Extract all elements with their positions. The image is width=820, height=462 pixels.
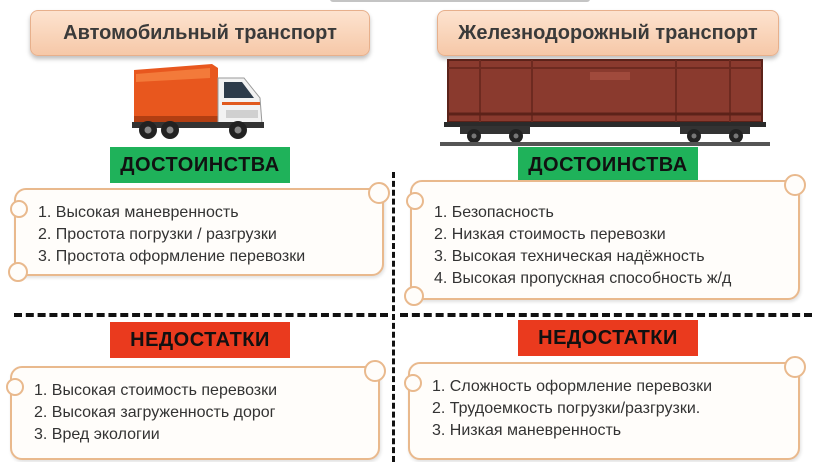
right-disadvantages-badge: НЕДОСТАТКИ	[518, 320, 698, 356]
scroll-curl	[406, 192, 424, 210]
divider-horizontal-left	[14, 313, 388, 317]
right-disadvantages-list: 1. Сложность оформление перевозки 2. Тру…	[432, 376, 712, 442]
scroll-curl	[10, 200, 28, 218]
list-item: 3. Простота оформление перевозки	[38, 248, 306, 265]
right-disadvantages-label: НЕДОСТАТКИ	[538, 326, 678, 349]
list-item: 3. Высокая техническая надёжность	[434, 248, 705, 265]
left-advantages-list: 1. Высокая маневренность 2. Простота пог…	[38, 202, 305, 268]
list-item: 2. Высокая загруженность дорог	[34, 404, 276, 421]
left-advantages-box: 1. Высокая маневренность 2. Простота пог…	[8, 182, 390, 282]
list-item: 2. Простота погрузки / разгрузки	[38, 226, 277, 243]
left-advantages-badge: ДОСТОИНСТВА	[110, 147, 290, 183]
right-advantages-box: 1. Безопасность 2. Низкая стоимость пере…	[404, 174, 806, 306]
scroll-curl	[784, 174, 806, 196]
divider-vertical	[392, 172, 395, 462]
scroll-curl	[404, 286, 424, 306]
right-disadvantages-box: 1. Сложность оформление перевозки 2. Тру…	[404, 356, 806, 460]
left-disadvantages-box: 1. Высокая стоимость перевозки 2. Высока…	[6, 360, 386, 460]
truck-icon	[132, 64, 264, 139]
scroll-curl	[784, 356, 806, 378]
list-item: 3. Низкая маневренность	[432, 422, 622, 439]
list-item: 4. Высокая пропускная способность ж/д	[434, 270, 732, 287]
left-title: Автомобильный транспорт	[63, 21, 337, 44]
scroll-curl	[364, 360, 386, 382]
scroll-curl	[8, 262, 28, 282]
list-item: 3. Вред экологии	[34, 426, 160, 443]
list-item: 2. Низкая стоимость перевозки	[434, 226, 666, 243]
left-advantages-label: ДОСТОИНСТВА	[120, 153, 280, 176]
right-title-pill: Железнодорожный транспорт	[437, 10, 779, 56]
list-item: 1. Безопасность	[434, 204, 554, 221]
list-item: 1. Сложность оформление перевозки	[432, 378, 713, 395]
scroll-curl	[404, 374, 422, 392]
top-title-strip	[330, 0, 590, 2]
right-advantages-label: ДОСТОИНСТВА	[528, 153, 688, 176]
scroll-curl	[6, 378, 24, 396]
left-title-pill: Автомобильный транспорт	[30, 10, 370, 56]
scroll-curl	[368, 182, 390, 204]
right-advantages-badge: ДОСТОИНСТВА	[518, 147, 698, 183]
list-item: 1. Высокая стоимость перевозки	[34, 382, 278, 399]
right-title: Железнодорожный транспорт	[458, 21, 758, 44]
left-disadvantages-list: 1. Высокая стоимость перевозки 2. Высока…	[34, 380, 277, 446]
divider-horizontal-right	[400, 313, 812, 317]
list-item: 1. Высокая маневренность	[38, 204, 239, 221]
railcar-icon	[440, 59, 770, 146]
left-disadvantages-badge: НЕДОСТАТКИ	[110, 322, 290, 358]
right-advantages-list: 1. Безопасность 2. Низкая стоимость пере…	[434, 202, 731, 290]
left-disadvantages-label: НЕДОСТАТКИ	[130, 328, 270, 351]
list-item: 2. Трудоемкость погрузки/разгрузки.	[432, 400, 701, 417]
